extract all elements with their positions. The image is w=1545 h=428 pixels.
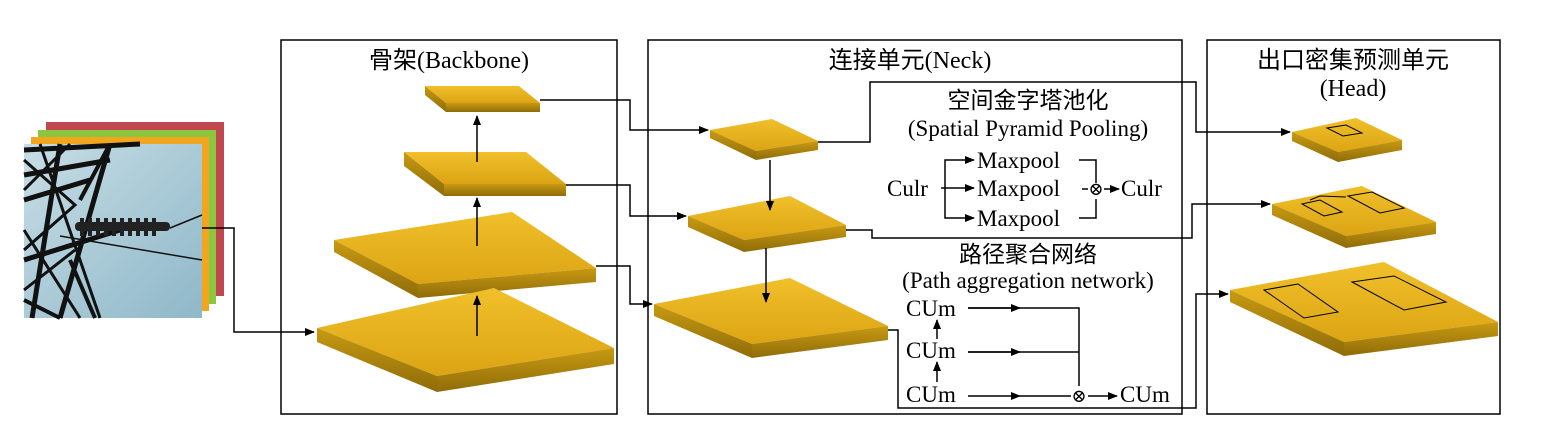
spp-maxpool-2: Maxpool xyxy=(977,176,1060,201)
backbone-frame xyxy=(280,39,618,415)
head-plate-3 xyxy=(1230,262,1498,356)
backbone-plate-2 xyxy=(404,152,566,196)
head-title-cn: 出口密集预测单元 xyxy=(1257,47,1449,74)
pan-title-cn: 路径聚合网络 xyxy=(959,242,1097,267)
pan-title-en: (Path aggregation network) xyxy=(902,268,1154,293)
tower-photo xyxy=(22,141,203,320)
pan-cum-2: CUm xyxy=(906,338,956,363)
spp-output: Culr xyxy=(1121,176,1162,201)
spp-block: 空间金字塔池化 (Spatial Pyramid Pooling) Culr M… xyxy=(887,88,1162,231)
input-image-stack xyxy=(22,122,224,320)
head-plate-2 xyxy=(1272,186,1436,248)
connection-lines xyxy=(202,81,1291,409)
backbone-plate-4 xyxy=(317,288,614,392)
pan-cum-3: CUm xyxy=(906,382,956,407)
backbone-plate-1 xyxy=(425,86,540,112)
spp-title-en: (Spatial Pyramid Pooling) xyxy=(908,116,1148,141)
spp-concat: ⊗ xyxy=(1088,179,1103,199)
spp-input: Culr xyxy=(887,176,928,201)
pan-output: CUm xyxy=(1120,382,1170,407)
neck-plate-1 xyxy=(710,119,818,160)
pan-cum-1: CUm xyxy=(906,296,956,321)
neck-plate-2 xyxy=(688,196,846,252)
neck-arrows xyxy=(762,160,774,303)
head-title-en: (Head) xyxy=(1320,76,1387,102)
neck-frame xyxy=(647,39,1183,415)
neck-plate-3 xyxy=(654,278,888,358)
head-plate-1 xyxy=(1292,118,1402,162)
spp-maxpool-1: Maxpool xyxy=(977,148,1060,173)
neck-title: 连接单元(Neck) xyxy=(829,47,992,74)
pan-concat: ⊗ xyxy=(1071,386,1086,406)
head-frame xyxy=(1206,39,1501,415)
spp-title-cn: 空间金字塔池化 xyxy=(948,88,1109,113)
pan-block: 路径聚合网络 (Path aggregation network) CUm CU… xyxy=(902,242,1170,407)
backbone-plate-3 xyxy=(334,212,596,298)
spp-maxpool-3: Maxpool xyxy=(977,206,1060,231)
backbone-title: 骨架(Backbone) xyxy=(369,47,529,74)
